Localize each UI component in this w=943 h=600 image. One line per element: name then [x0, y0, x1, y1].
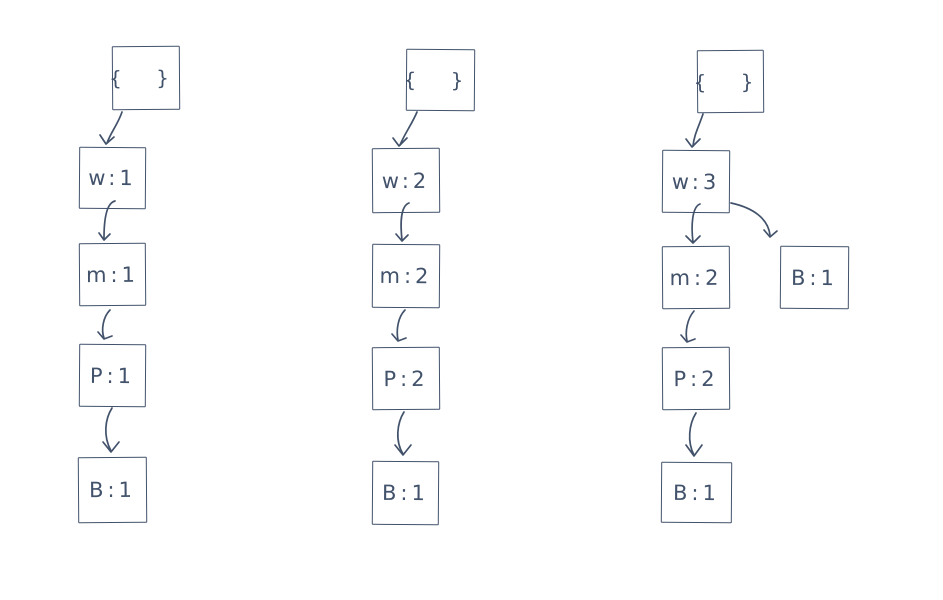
arrow-chain3-root-to-w[interactable]	[685, 113, 704, 148]
node-chain3-root[interactable]: { }	[694, 49, 767, 114]
arrow-chain3-m-to-p[interactable]	[680, 310, 696, 343]
node-label: P:1	[89, 363, 136, 388]
node-chain1-m1[interactable]: m:1	[78, 242, 147, 307]
node-chain2-b1[interactable]: B:1	[371, 460, 440, 526]
node-chain1-w1[interactable]: w:1	[78, 146, 147, 210]
node-label: P:2	[673, 366, 719, 391]
node-label: B:1	[381, 480, 430, 506]
node-chain2-w2[interactable]: w:2	[371, 147, 441, 214]
arrow-chain1-root-to-w[interactable]	[99, 111, 123, 145]
arrow-chain3-w-to-side-b[interactable]	[730, 202, 778, 238]
node-label: m:2	[379, 263, 433, 289]
node-label: P:2	[383, 366, 429, 391]
node-label: m:1	[85, 262, 140, 287]
arrow-chain3-p-to-b[interactable]	[685, 412, 703, 457]
arrow-chain2-w-to-m[interactable]	[395, 202, 410, 242]
node-chain1-b1[interactable]: B:1	[77, 456, 148, 524]
node-label: B:1	[790, 265, 839, 290]
arrow-chain1-w-to-m[interactable]	[98, 200, 116, 241]
node-chain3-m2[interactable]: m:2	[661, 245, 731, 310]
arrow-chain2-root-to-w[interactable]	[392, 111, 418, 147]
arrow-chain1-p-to-b[interactable]	[102, 407, 120, 453]
node-chain2-p2[interactable]: P:2	[371, 346, 441, 411]
node-chain2-m2[interactable]: m:2	[371, 243, 441, 309]
node-chain3-b1[interactable]: B:1	[660, 461, 733, 524]
arrow-chain2-p-to-b[interactable]	[394, 411, 412, 456]
node-label: B:1	[672, 480, 721, 505]
node-label: w:3	[671, 169, 721, 194]
node-label: w:1	[88, 165, 137, 191]
node-chain2-root[interactable]: { }	[403, 48, 478, 112]
node-label: w:2	[381, 168, 431, 193]
node-chain3-w3[interactable]: w:3	[661, 149, 731, 214]
node-label: { }	[403, 67, 478, 93]
node-label: { }	[693, 69, 768, 94]
node-chain3-p2[interactable]: P:2	[661, 346, 731, 411]
node-label: B:1	[88, 477, 137, 503]
node-chain3-side-b1[interactable]: B:1	[779, 245, 850, 310]
arrow-chain1-m-to-p[interactable]	[97, 309, 113, 340]
node-chain1-root[interactable]: { }	[109, 45, 183, 111]
node-label: { }	[109, 65, 183, 91]
arrow-chain3-w-to-m[interactable]	[685, 203, 701, 244]
arrow-chain2-m-to-p[interactable]	[391, 309, 407, 342]
node-chain1-p1[interactable]: P:1	[78, 343, 147, 408]
node-label: m:2	[669, 265, 723, 290]
